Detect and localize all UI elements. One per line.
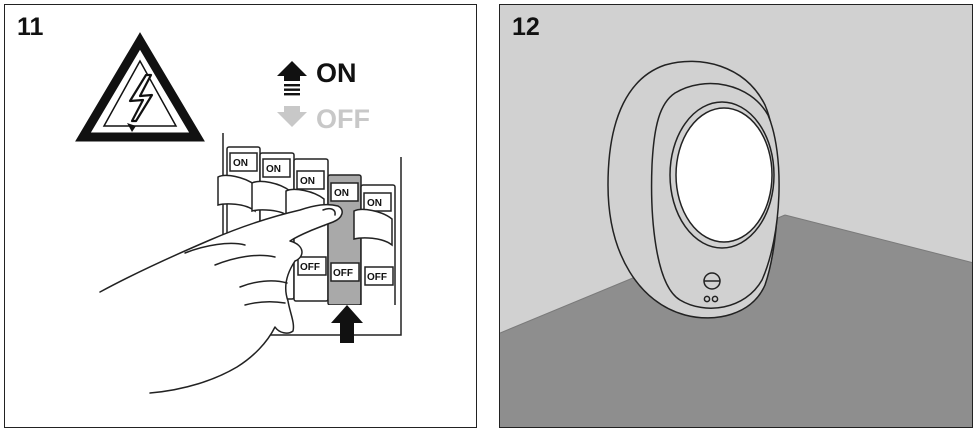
step-number-11: 11 xyxy=(17,13,44,41)
push-up-arrow-icon xyxy=(331,305,363,343)
svg-text:ON: ON xyxy=(266,164,281,175)
step-12-panel: 12 xyxy=(499,4,973,428)
arrow-up-icon xyxy=(277,61,307,96)
svg-text:ON: ON xyxy=(233,158,248,169)
svg-text:OFF: OFF xyxy=(333,268,353,279)
arrow-down-icon xyxy=(277,106,307,127)
electric-hazard-icon xyxy=(75,32,205,142)
svg-text:ON: ON xyxy=(300,176,315,187)
svg-text:OFF: OFF xyxy=(367,272,387,283)
switch-legend: ON OFF xyxy=(277,58,370,134)
legend-off-label: OFF xyxy=(316,104,370,134)
hand-illustration xyxy=(99,203,343,394)
step-number-12: 12 xyxy=(512,13,540,41)
svg-text:ON: ON xyxy=(334,188,349,199)
step-11-panel: 11 ON OFF xyxy=(4,4,477,428)
step-12-illustration xyxy=(500,60,972,427)
step-11-illustration: ON OFF xyxy=(75,32,402,394)
legend-on-label: ON xyxy=(316,58,357,88)
svg-text:OFF: OFF xyxy=(300,262,320,273)
floor xyxy=(500,215,972,427)
svg-text:ON: ON xyxy=(367,198,382,209)
sensor-light-illustration xyxy=(607,60,780,319)
